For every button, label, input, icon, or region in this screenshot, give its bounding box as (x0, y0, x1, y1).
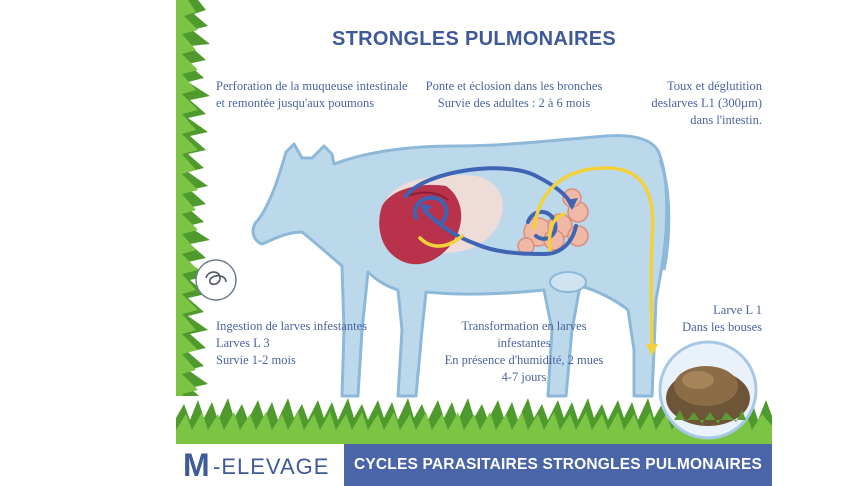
note-line: Transformation en larves (461, 319, 587, 333)
note-larve: Larve L 1 Dans les bouses (662, 302, 762, 336)
note-ingestion: Ingestion de larves infestantes Larves L… (216, 318, 367, 369)
note-transformation: Transformation en larves infestantes En … (434, 318, 614, 386)
footer-logo-area (176, 444, 344, 486)
note-toux: Toux et déglutition deslarves L1 (300µm)… (622, 78, 762, 129)
note-line: Ingestion de larves infestantes (216, 319, 367, 333)
note-perforation: Perforation de la muqueuse intestinale e… (216, 78, 408, 112)
note-line: Ponte et éclosion dans les bronches (425, 79, 603, 93)
note-line: et remontée jusqu'aux poumons (216, 96, 375, 110)
grass-left-border (176, 0, 216, 444)
note-line: Larve L 1 (713, 303, 762, 317)
note-line: dans l'intestin. (690, 113, 762, 127)
note-line: 4-7 jours (501, 370, 547, 384)
note-line: Survie 1-2 mois (216, 353, 296, 367)
larva-icon (195, 259, 237, 301)
logo-wordmark: -ELEVAGE (213, 454, 330, 479)
note-line: Toux et déglutition (667, 79, 762, 93)
note-ponte: Ponte et éclosion dans les bronches Surv… (414, 78, 614, 112)
note-line: infestantes (497, 336, 551, 350)
footer-banner-title: CYCLES PARASITAIRES STRONGLES PULMONAIRE… (353, 456, 763, 473)
page-title: STRONGLES PULMONAIRES (331, 28, 617, 50)
note-line: Survie des adultes : 2 à 6 mois (437, 96, 591, 110)
cow-illustration (195, 134, 758, 440)
note-line: Perforation de la muqueuse intestinale (216, 79, 408, 93)
logo-mark: M (183, 447, 210, 483)
footer-banner (344, 444, 772, 486)
dung-image (658, 340, 758, 440)
note-line: Dans les bouses (682, 320, 762, 334)
note-line: Larves L 3 (216, 336, 270, 350)
note-line: En présence d'humidité, 2 mues (444, 353, 604, 367)
note-line: deslarves L1 (300µm) (651, 96, 762, 110)
